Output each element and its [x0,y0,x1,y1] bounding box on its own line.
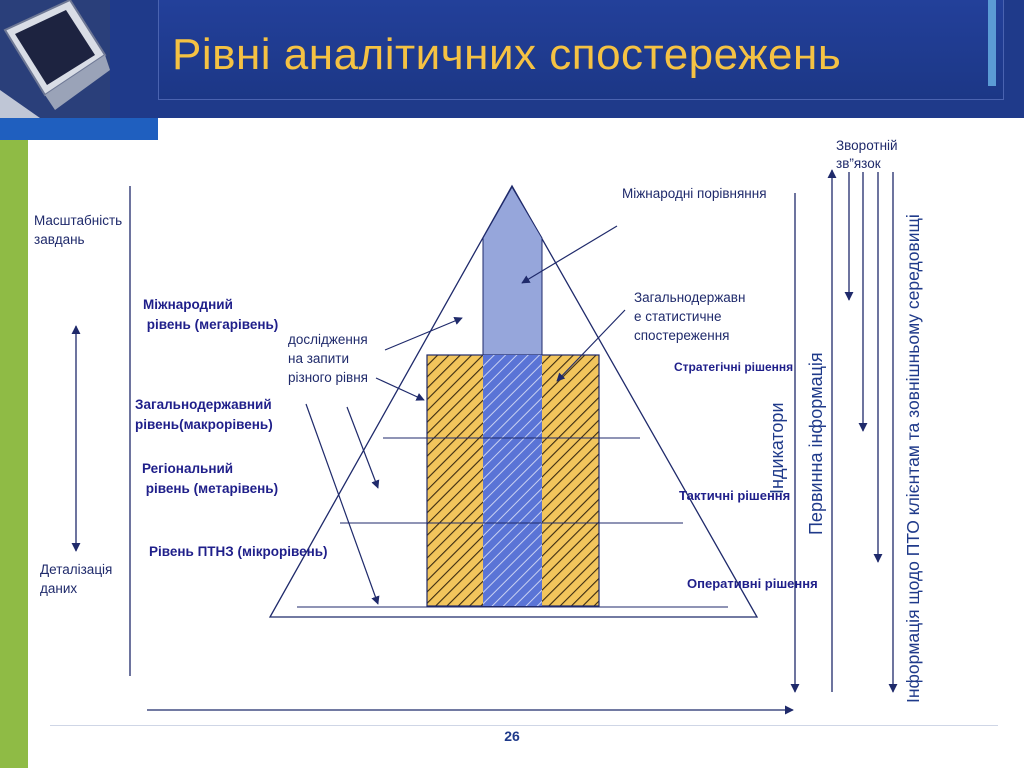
green-strip [0,140,28,768]
state-stat-note-1: Загальнодержавн [634,290,746,305]
feedback-label-2: зв”язок [836,156,881,171]
scale-label-1: Масштабність [34,213,123,228]
research-note-2: на запити [288,351,349,366]
computer-monitor-icon [0,0,110,118]
international-note: Міжнародні порівняння [622,186,767,201]
mega-level-label-2: рівень (мегарівень) [143,317,279,332]
page-number: 26 [504,728,520,744]
indicators-label: Індикатори [767,402,787,494]
operative-decisions-label: Оперативні рішення [687,576,818,591]
feedback-label-1: Зворотній [836,138,898,153]
arrow-research-down [375,377,425,401]
arrow-macro [346,406,380,489]
state-stat-note-2: е статистичне [634,309,722,324]
tactical-decisions-label: Тактичні рішення [679,488,791,503]
arrow-mega-long [305,403,380,605]
slide-title: Рівні аналітичних спостережень [172,30,842,79]
primary-info-label: Первинна інформація [806,352,826,535]
blue-column [483,355,542,606]
strategic-decisions-label: Стратегічні рішення [674,360,794,374]
client-info-label: Інформація щодо ПТО клієнтам та зовнішнь… [903,214,923,703]
footer-divider [50,725,998,726]
arrow-state-stat [556,309,626,382]
research-note-1: дослідження [288,332,368,347]
macro-level-label-2: рівень(макрорівень) [135,417,273,432]
arrow-research-up [384,317,463,351]
scale-label-2: завдань [34,232,85,247]
header-frame [158,0,1004,100]
header-accent-bar [988,0,996,86]
blue-strip [0,118,158,140]
arrow-international [521,225,618,284]
mega-level-label-1: Міжнародний [143,297,233,312]
research-note-3: різного рівня [288,370,368,385]
micro-level-label: Рівень ПТНЗ (мікрорівень) [149,544,328,559]
state-stat-note-3: спостереження [634,328,730,343]
international-arrow [482,186,543,357]
meta-level-label-1: Регіональний [142,461,234,476]
header-bar: Рівні аналітичних спостережень [0,0,1024,118]
detail-label-2: даних [40,581,78,596]
detail-label-1: Деталізація [40,562,113,577]
meta-level-label-2: рівень (метарівень) [142,481,279,496]
macro-level-label-1: Загальнодержавний [135,397,272,412]
